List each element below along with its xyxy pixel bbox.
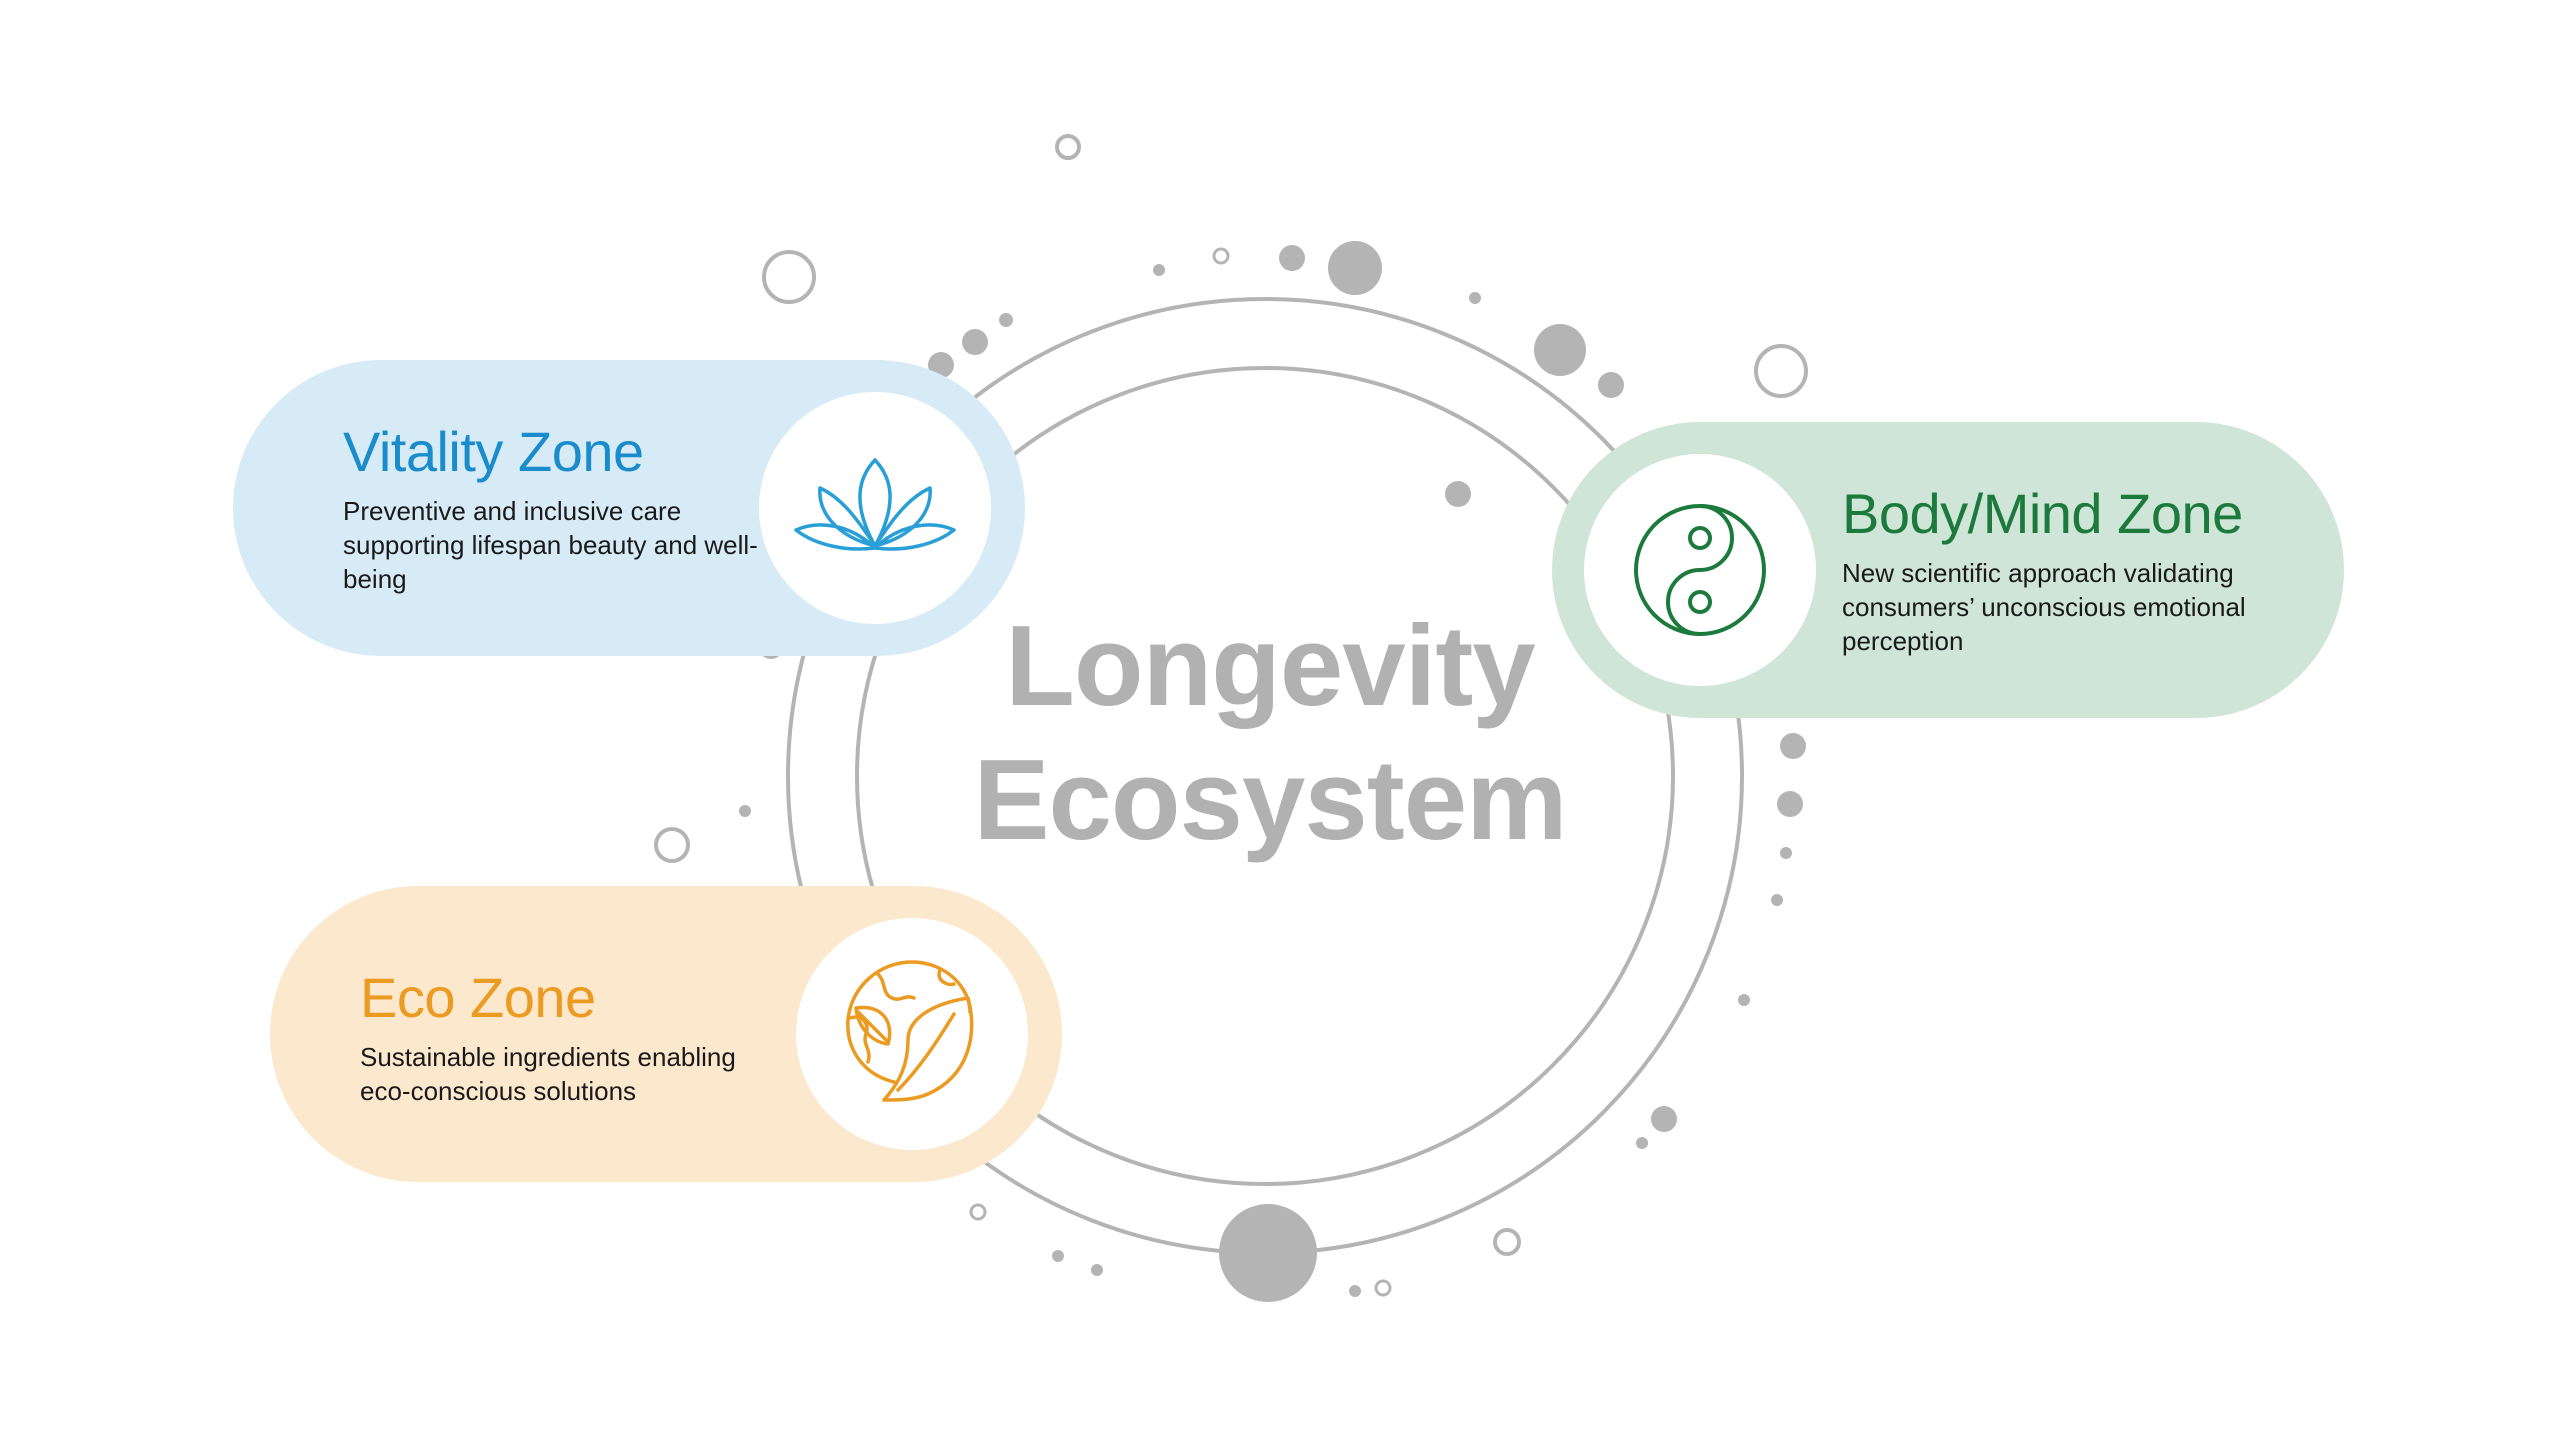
hollow-dots	[654, 134, 1808, 1297]
vitality-zone-badge	[759, 392, 991, 624]
eco-zone-title: Eco Zone	[360, 966, 596, 1029]
vitality-zone-text: Vitality Zone Preventive and inclusive c…	[343, 420, 763, 596]
vitality-zone-card: Vitality Zone Preventive and inclusive c…	[233, 360, 1025, 656]
center-title-line-1: Longevity	[1005, 603, 1535, 730]
inner-ring	[855, 366, 1675, 1186]
center-title-line-2: Ecosystem	[973, 737, 1567, 864]
center-title: Longevity Ecosystem	[870, 600, 1670, 868]
body-mind-zone-badge	[1584, 454, 1816, 686]
eco-zone-text: Eco Zone Sustainable ingredients enablin…	[360, 966, 780, 1108]
body-mind-zone-card: Body/Mind Zone New scientific approach v…	[1552, 422, 2344, 718]
eco-zone-description: Sustainable ingredients enabling eco-con…	[360, 1042, 736, 1106]
eco-zone-card: Eco Zone Sustainable ingredients enablin…	[270, 886, 1062, 1182]
yin-yang-icon	[1634, 504, 1766, 636]
vitality-zone-title: Vitality Zone	[343, 420, 644, 483]
body-mind-zone-description: New scientific approach validating consu…	[1842, 558, 2246, 656]
body-mind-zone-text: Body/Mind Zone New scientific approach v…	[1842, 482, 2312, 658]
vitality-zone-description: Preventive and inclusive care supporting…	[343, 496, 758, 594]
eco-zone-badge	[796, 918, 1028, 1150]
globe-leaf-icon	[846, 960, 974, 1102]
lotus-icon	[794, 458, 956, 551]
filled-dots	[739, 241, 1806, 1302]
body-mind-zone-title: Body/Mind Zone	[1842, 482, 2243, 545]
